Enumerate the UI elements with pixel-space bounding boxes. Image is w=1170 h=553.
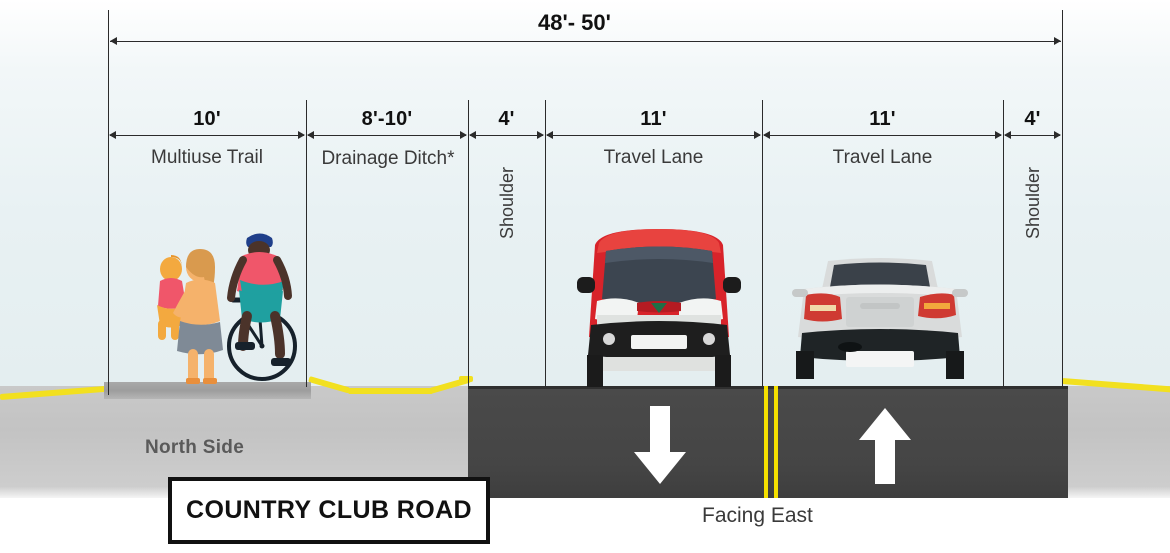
dimension-line-travel-lane-1 bbox=[547, 135, 760, 136]
road-name-label: COUNTRY CLUB ROAD bbox=[186, 496, 472, 524]
dimension-arrow-ditch-left bbox=[307, 131, 314, 139]
red-van-figure bbox=[577, 229, 741, 387]
total-dimension-value: 48'- 50' bbox=[538, 10, 611, 35]
dimension-arrow-trail-right bbox=[298, 131, 305, 139]
dimension-arrow-ditch-right bbox=[460, 131, 467, 139]
dimension-value-drainage-ditch: 8'-10' bbox=[361, 108, 413, 130]
north-side-label: North Side bbox=[145, 437, 245, 458]
facing-east-label: Facing East bbox=[702, 504, 813, 527]
ditch-bottom bbox=[348, 388, 433, 394]
dimension-line-multiuse-trail bbox=[110, 135, 304, 136]
dimension-line-travel-lane-2 bbox=[764, 135, 1001, 136]
lane-direction-arrow-down bbox=[634, 406, 686, 484]
dimension-label-travel-lane-1: Travel Lane bbox=[603, 147, 704, 168]
dimension-line-drainage-ditch bbox=[308, 135, 466, 136]
dimension-line-shoulder-left bbox=[470, 135, 543, 136]
dimension-arrow-lane2-right bbox=[995, 131, 1002, 139]
road-name-box: COUNTRY CLUB ROAD bbox=[168, 477, 490, 544]
dimension-label-shoulder-right: Shoulder bbox=[1023, 166, 1043, 240]
cyclist-figure bbox=[227, 233, 297, 381]
extension-line-trail-ditch bbox=[306, 100, 307, 387]
asphalt-top-edge bbox=[468, 386, 1068, 389]
total-arrow-left bbox=[110, 37, 117, 45]
dimension-value-travel-lane-2: 11' bbox=[869, 108, 896, 130]
dimension-arrow-trail-left bbox=[109, 131, 116, 139]
extension-line-lane1-lane2 bbox=[762, 100, 763, 387]
dimension-value-travel-lane-1: 11' bbox=[640, 108, 667, 130]
total-dimension-line bbox=[110, 41, 1061, 42]
ditch-shoulder-edge bbox=[459, 376, 473, 382]
center-line-yellow-1 bbox=[764, 386, 768, 498]
dimension-label-drainage-ditch: Drainage Ditch* bbox=[321, 148, 455, 169]
extension-line-lane2-shoulder bbox=[1003, 100, 1004, 387]
lane-direction-arrow-up bbox=[859, 408, 911, 484]
dimension-arrow-shoulder-right-l bbox=[1004, 131, 1011, 139]
dimension-arrow-lane1-right bbox=[754, 131, 761, 139]
dimension-arrow-shoulder-left-r bbox=[537, 131, 544, 139]
dimension-arrow-lane2-left bbox=[763, 131, 770, 139]
dimension-value-shoulder-right: 4' bbox=[1024, 108, 1041, 130]
multiuse-trail-surface bbox=[104, 382, 311, 399]
extension-line-shoulder-lane1 bbox=[545, 100, 546, 387]
pedestrian-adult-child-figure bbox=[157, 249, 223, 384]
dimension-arrow-shoulder-left-l bbox=[469, 131, 476, 139]
dimension-arrow-shoulder-right-r bbox=[1054, 131, 1061, 139]
extension-line-right-edge bbox=[1062, 10, 1063, 388]
dimension-value-shoulder-left: 4' bbox=[498, 108, 515, 130]
center-line-yellow-2 bbox=[774, 386, 778, 498]
dimension-label-multiuse-trail: Multiuse Trail bbox=[151, 147, 263, 168]
dimension-label-shoulder-left: Shoulder bbox=[497, 166, 517, 240]
extension-line-left-edge bbox=[108, 10, 109, 395]
extension-line-ditch-shoulder bbox=[468, 100, 469, 387]
dimension-line-shoulder-right bbox=[1005, 135, 1060, 136]
dimension-label-travel-lane-2: Travel Lane bbox=[832, 147, 933, 168]
total-arrow-right bbox=[1054, 37, 1061, 45]
dimension-value-multiuse-trail: 10' bbox=[193, 108, 221, 130]
asphalt-roadway bbox=[468, 386, 1068, 498]
silver-car-figure bbox=[792, 258, 968, 379]
dimension-arrow-lane1-left bbox=[546, 131, 553, 139]
